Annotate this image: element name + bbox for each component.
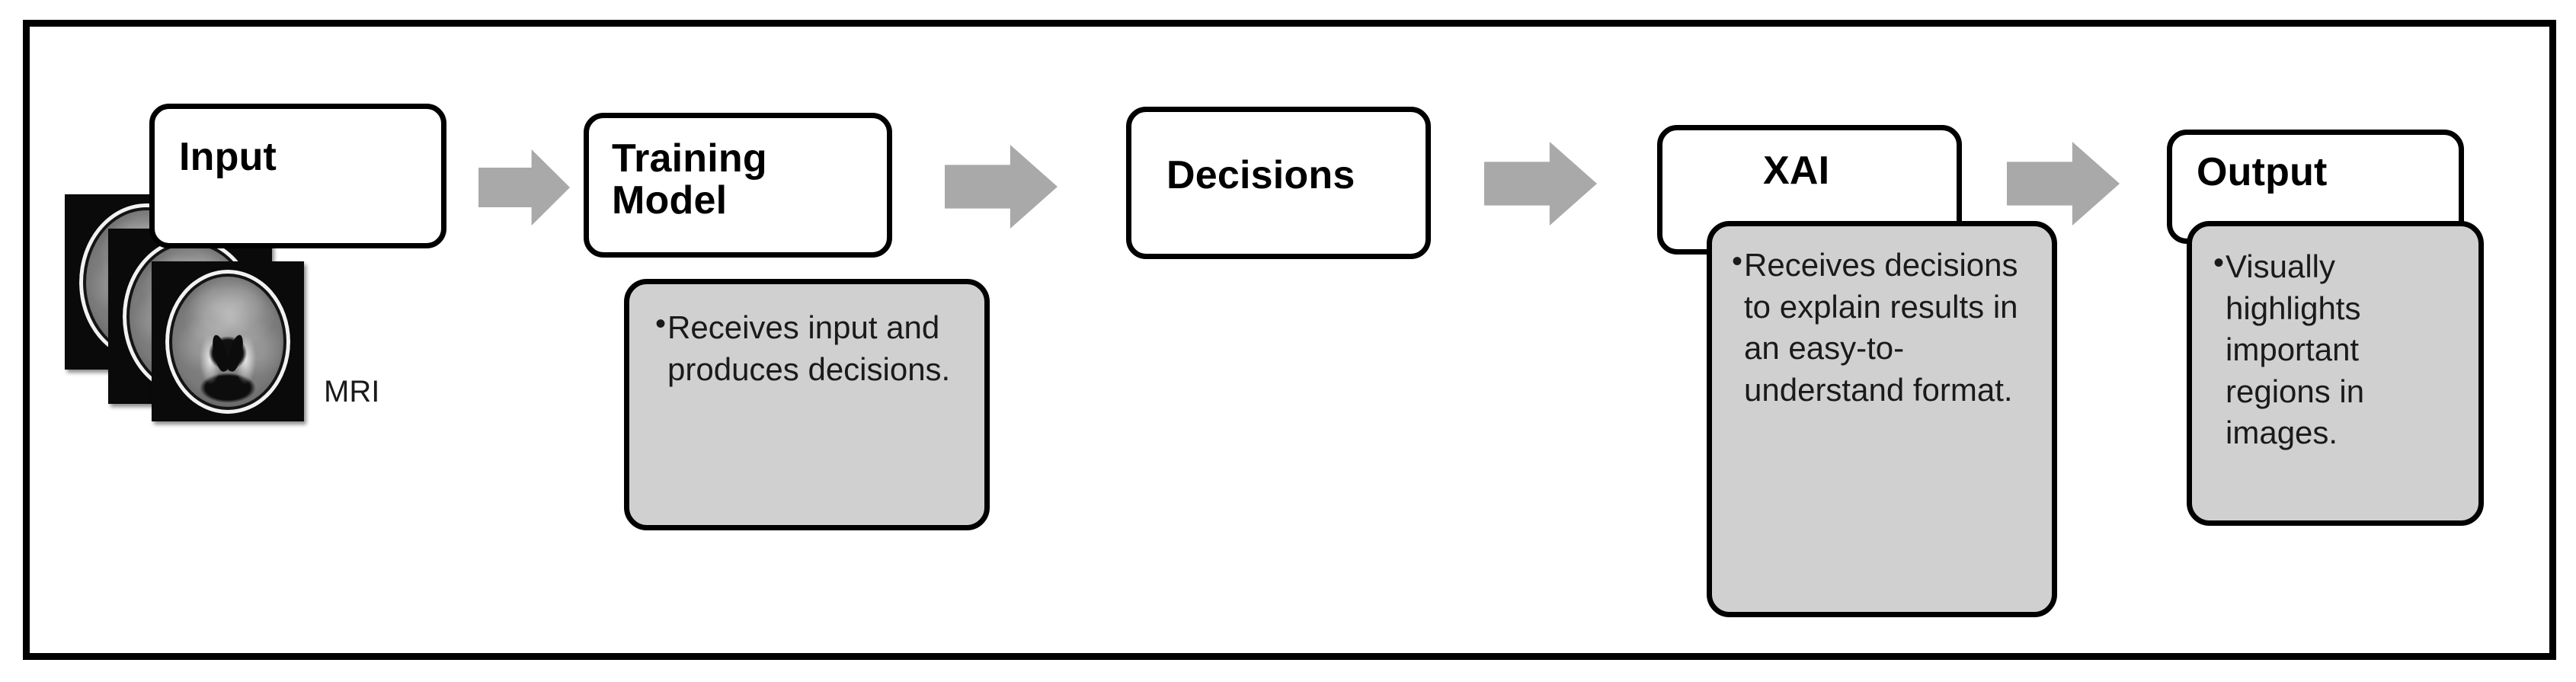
ventricle-right xyxy=(224,333,246,373)
callout-training-model-bullet: • Receives input and produces decisions. xyxy=(655,307,965,390)
node-input[interactable]: Input xyxy=(149,104,446,248)
callout-training-model-text: Receives input and produces decisions. xyxy=(667,309,951,387)
callout-xai: • Receives decisions to explain results … xyxy=(1707,221,2057,617)
node-decisions-label: Decisions xyxy=(1166,153,1355,197)
callout-training-model: • Receives input and produces decisions. xyxy=(624,279,990,530)
mri-caption: MRI xyxy=(324,375,380,408)
brain-scan-graphic xyxy=(165,269,290,414)
node-xai-label: XAI xyxy=(1763,149,1830,193)
node-output-label: Output xyxy=(2197,150,2328,194)
mri-image-stack xyxy=(65,194,316,423)
callout-xai-text: Receives decisions to explain results in… xyxy=(1744,247,2018,408)
node-decisions[interactable]: Decisions xyxy=(1126,107,1431,259)
mri-slice-front xyxy=(152,261,304,421)
callout-output: • Visually highlights important regions … xyxy=(2187,221,2484,526)
bullet-dot-icon: • xyxy=(1732,245,1743,278)
callout-output-bullet: • Visually highlights important regions … xyxy=(2213,246,2456,454)
callout-output-text: Visually highlights important regions in… xyxy=(2226,248,2365,451)
bullet-dot-icon: • xyxy=(655,307,667,341)
node-training-model-label: Training Model xyxy=(612,136,767,223)
node-input-label: Input xyxy=(179,135,277,179)
bullet-dot-icon: • xyxy=(2213,246,2225,280)
node-training-model[interactable]: Training Model xyxy=(584,113,892,258)
callout-xai-bullet: • Receives decisions to explain results … xyxy=(1732,245,2021,411)
